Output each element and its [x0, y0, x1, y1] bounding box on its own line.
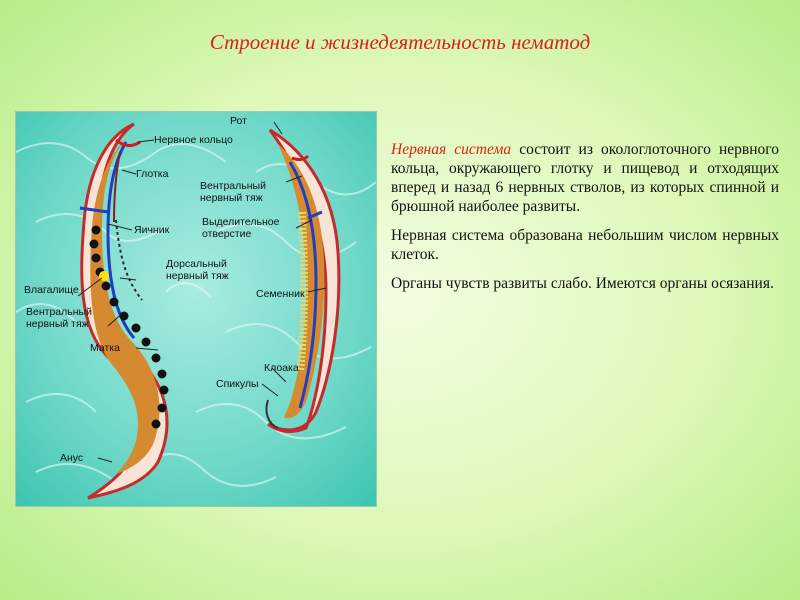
paragraph-nervous-system: Нервная система состоит из окологлоточно…: [391, 140, 779, 216]
paragraph-1-rest: состоит из окологлоточного нервного коль…: [391, 141, 779, 215]
label-cloaca: Клоака: [264, 362, 299, 374]
label-pharynx: Глотка: [136, 168, 169, 180]
label-ovary: Яичник: [134, 224, 170, 236]
label-spicules: Спикулы: [216, 378, 259, 390]
leader-lines: [77, 121, 327, 463]
label-ventral-cord-female: Вентральный нервный тяж: [26, 306, 92, 330]
female-nematode: [79, 122, 169, 500]
label-uterus: Матка: [90, 342, 120, 354]
label-vagina: Влагалище: [24, 284, 79, 296]
body-text: Нервная система состоит из окологлоточно…: [391, 140, 779, 303]
label-excretory-pore: Выделительное отверстие: [202, 216, 280, 240]
paragraph-nerve-cells: Нервная система образована небольшим чис…: [391, 227, 779, 263]
background-cells: [16, 142, 376, 487]
label-ventral-cord-male: Вентральный нервный тяж: [200, 180, 266, 204]
label-dorsal-cord: Дорсальный нервный тяж: [166, 258, 229, 282]
label-anus: Анус: [60, 452, 84, 464]
slide-title: Строение и жизнедеятельность нематод: [209, 30, 591, 54]
label-testis: Семенник: [256, 288, 305, 300]
nematode-illustration: [16, 112, 376, 506]
male-nematode: [265, 128, 341, 433]
nematode-figure: Рот Нервное кольцо Глотка Вентральный не…: [15, 111, 377, 507]
paragraph-sense-organs: Органы чувств развиты слабо. Имеются орг…: [391, 275, 774, 292]
term-nervous-system: Нервная система: [391, 141, 512, 158]
label-mouth: Рот: [230, 115, 247, 127]
label-nerve-ring: Нервное кольцо: [154, 134, 233, 146]
